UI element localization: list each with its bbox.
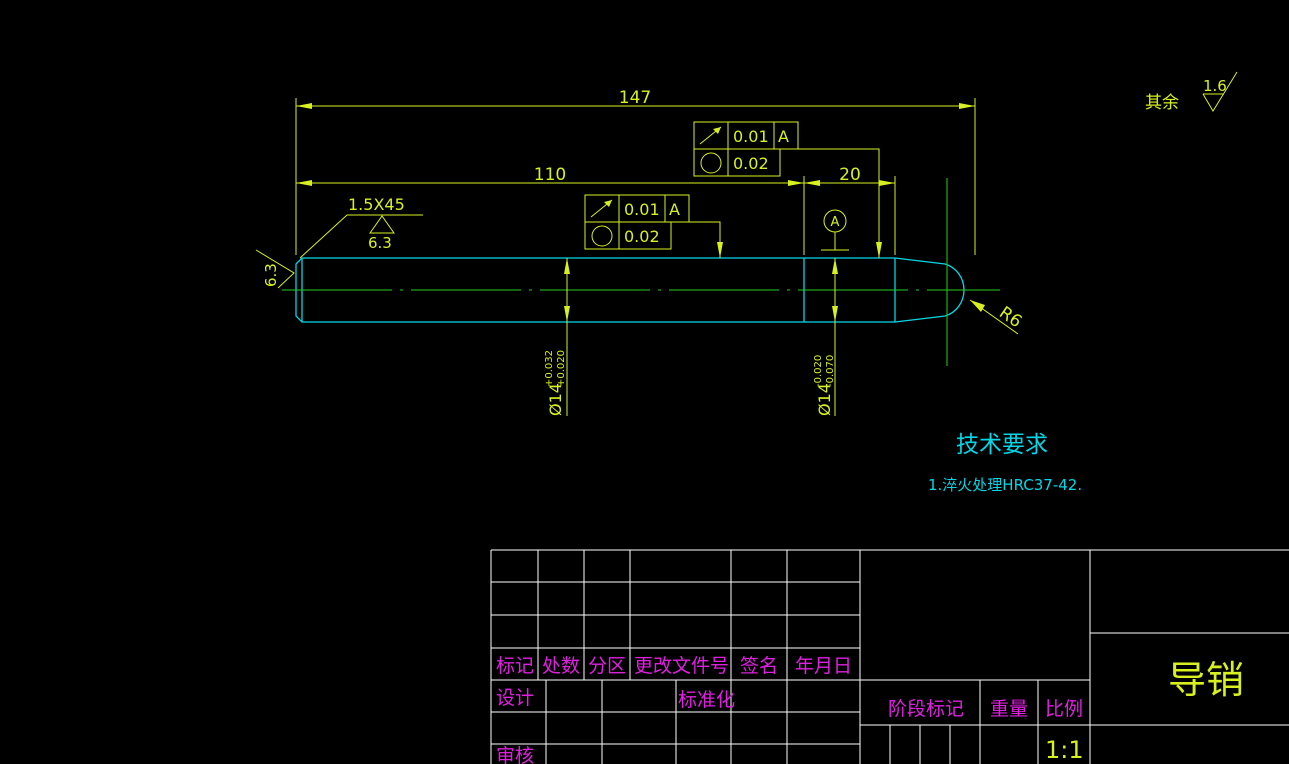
- tb-weight: 重量: [990, 698, 1028, 720]
- dia-right-label: Ø14: [815, 383, 834, 416]
- pin-profile: [295, 257, 965, 323]
- roughness-symbols: [255, 71, 1238, 289]
- runout-icon: [590, 199, 613, 218]
- roughness-rest-label: 其余: [1145, 93, 1179, 113]
- radius-label: R6: [995, 303, 1025, 332]
- tb-scale-value: 1:1: [1045, 736, 1084, 764]
- tb-review: 审核: [496, 745, 534, 764]
- chamfer-label: 1.5X45: [348, 195, 405, 214]
- roughness-chamfer-value: 6.3: [368, 234, 392, 252]
- dia-right-upper-tol: -0.020: [813, 355, 824, 387]
- roughness-end-icon: [255, 249, 295, 289]
- chamfer-leader: [299, 214, 423, 259]
- tb-count: 处数: [542, 655, 580, 677]
- tb-design: 设计: [496, 687, 534, 709]
- tb-signature: 签名: [740, 655, 778, 677]
- tech-requirements-title: 技术要求: [956, 432, 1048, 458]
- tb-mark: 标记: [496, 655, 534, 677]
- dia-left-label: Ø14: [546, 383, 565, 416]
- dim-20-label: 20: [839, 165, 861, 185]
- tb-standardization: 标准化: [678, 689, 735, 711]
- roughness-rest-icon: [1202, 71, 1238, 112]
- dia-left-lower-tol: +0.020: [556, 350, 567, 387]
- dim-110-label: 110: [534, 165, 566, 185]
- dim-147-label: 147: [619, 88, 651, 108]
- tolerance-leader-top: [780, 148, 880, 258]
- tb-change-doc: 更改文件号: [634, 655, 729, 677]
- datum-ref-top: A: [778, 127, 789, 146]
- dia-left-upper-tol: +0.032: [544, 350, 555, 387]
- title-block-labels: 标记 处数 分区 更改文件号 签名 年月日 设计 标准化 审核 阶段标记 重量 …: [496, 655, 1083, 764]
- roughness-rest-value: 1.6: [1203, 77, 1227, 95]
- circularity-value-top: 0.02: [733, 154, 769, 173]
- datum-ref-middle: A: [669, 200, 680, 219]
- tolerance-frame-middle-text: 0.01 A 0.02: [624, 200, 680, 246]
- circularity-icon: [591, 225, 613, 247]
- runout-value-middle: 0.01: [624, 200, 660, 219]
- tolerance-frame-top: [693, 121, 882, 258]
- runout-icon: [699, 126, 722, 145]
- tolerance-frame-top-text: 0.01 A 0.02: [733, 127, 789, 173]
- tb-zone: 分区: [588, 655, 626, 677]
- tb-scale: 比例: [1045, 698, 1083, 720]
- runout-value-top: 0.01: [733, 127, 769, 146]
- centerlines: [282, 178, 1000, 366]
- title-block-grid: [490, 549, 1289, 764]
- roughness-chamfer-icon: [369, 215, 395, 234]
- dimension-labels: 147 110 20 1.5X45 R6 Ø14 +0.032 +0.020 Ø…: [348, 88, 1025, 416]
- tb-stage-mark: 阶段标记: [888, 698, 964, 720]
- dimensions: [295, 98, 1019, 416]
- circularity-value-middle: 0.02: [624, 227, 660, 246]
- tb-part-name: 导销: [1168, 658, 1244, 702]
- datum-symbol: [821, 209, 849, 251]
- roughness-labels: 其余 1.6 6.3 6.3: [262, 77, 1227, 287]
- roughness-end-value: 6.3: [262, 263, 280, 287]
- tolerance-frame-middle: [584, 194, 723, 258]
- datum-label: A: [831, 215, 840, 230]
- tb-date: 年月日: [795, 655, 852, 677]
- tolerance-leader-middle: [689, 221, 721, 258]
- circularity-icon: [700, 152, 722, 174]
- tech-requirement-1: 1.淬火处理HRC37-42.: [928, 476, 1082, 494]
- dia-right-lower-tol: -0.070: [825, 355, 836, 387]
